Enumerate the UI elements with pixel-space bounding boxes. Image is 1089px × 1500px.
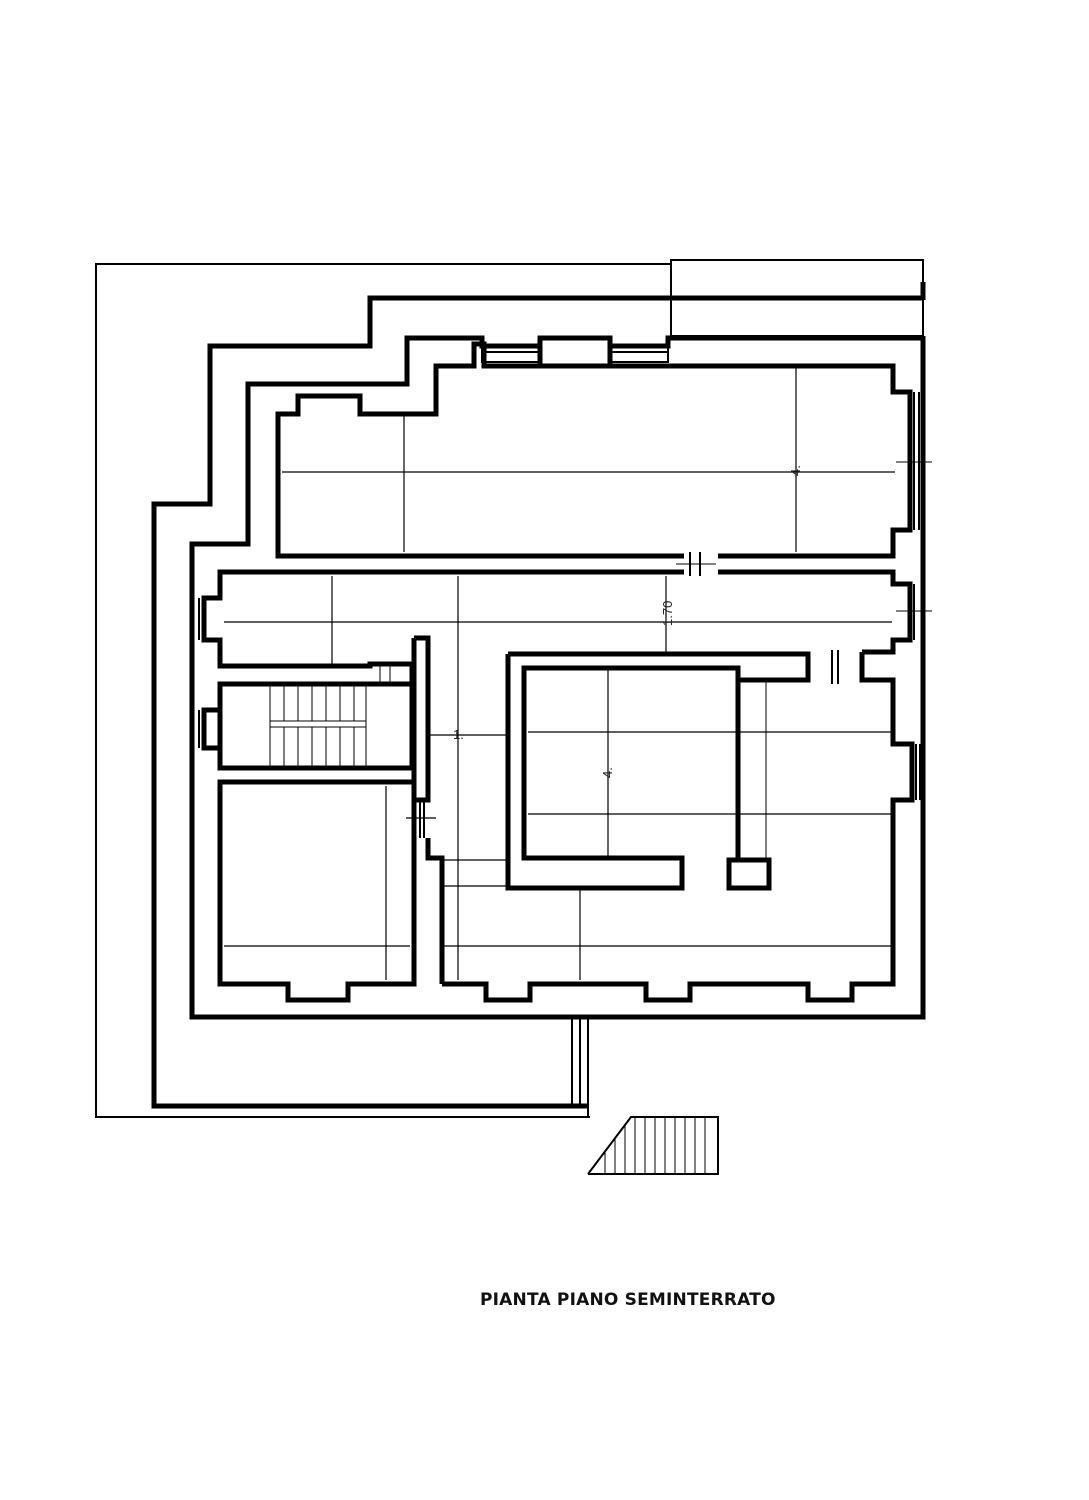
room-bottom-left xyxy=(217,779,417,1003)
hall-width-label: 1. xyxy=(453,727,464,742)
hall-wall xyxy=(411,635,445,984)
building-exterior-wall xyxy=(189,335,926,1020)
dimension-lines xyxy=(224,368,895,980)
room-central xyxy=(505,651,811,891)
outer-enclosure xyxy=(151,282,926,1117)
top-room-depth-label: 4. xyxy=(788,465,803,476)
room-right xyxy=(442,650,921,1003)
central-room-depth-label: 4. xyxy=(600,767,615,778)
external-stair xyxy=(587,1116,719,1175)
room-corridor xyxy=(198,552,932,669)
dimension-labels: 1.70 4. 4. 1. xyxy=(453,465,803,778)
room-staircase xyxy=(198,661,415,771)
stair-treads xyxy=(269,664,391,766)
plan-title: PIANTA PIANO SEMINTERRATO xyxy=(480,1290,776,1310)
corridor-width-label: 1.70 xyxy=(660,601,675,626)
room-top xyxy=(275,341,932,559)
